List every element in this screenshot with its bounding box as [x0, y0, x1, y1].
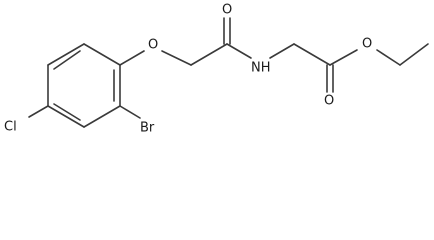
bonds	[28, 17, 429, 128]
atom-o-amide: O	[222, 3, 232, 18]
bond-ring-cl	[28, 105, 49, 118]
atom-br: Br	[140, 121, 155, 136]
atom-o-ether: O	[148, 38, 158, 53]
ring-double-bond	[53, 103, 81, 121]
ring-bond	[47, 43, 85, 66]
atom-n-amide: NH	[251, 61, 271, 76]
bond-co-n	[226, 43, 252, 59]
chemical-structure: O O NH O O Cl Br	[4, 3, 429, 136]
bond-o-ch2	[161, 50, 192, 66]
atom-labels: O O NH O O Cl Br	[4, 3, 372, 136]
bond-ethyl	[399, 43, 429, 66]
bond-o-ethyl	[376, 49, 401, 66]
ring-bond	[83, 43, 121, 66]
bond-ring-br	[119, 105, 141, 119]
bond-c-o-ester	[329, 49, 358, 66]
ring-bond	[83, 105, 121, 128]
atom-o-ester-carbonyl: O	[324, 94, 334, 109]
bond-n-ch2	[269, 43, 295, 59]
ring-double-bond	[53, 50, 81, 70]
bond-ring-o	[119, 50, 145, 66]
atom-o-ester: O	[362, 37, 372, 52]
atom-cl: Cl	[4, 120, 17, 135]
bond-ch2-coo	[293, 43, 331, 66]
bond-ch2-co	[190, 43, 228, 66]
ring-bond	[47, 105, 85, 128]
